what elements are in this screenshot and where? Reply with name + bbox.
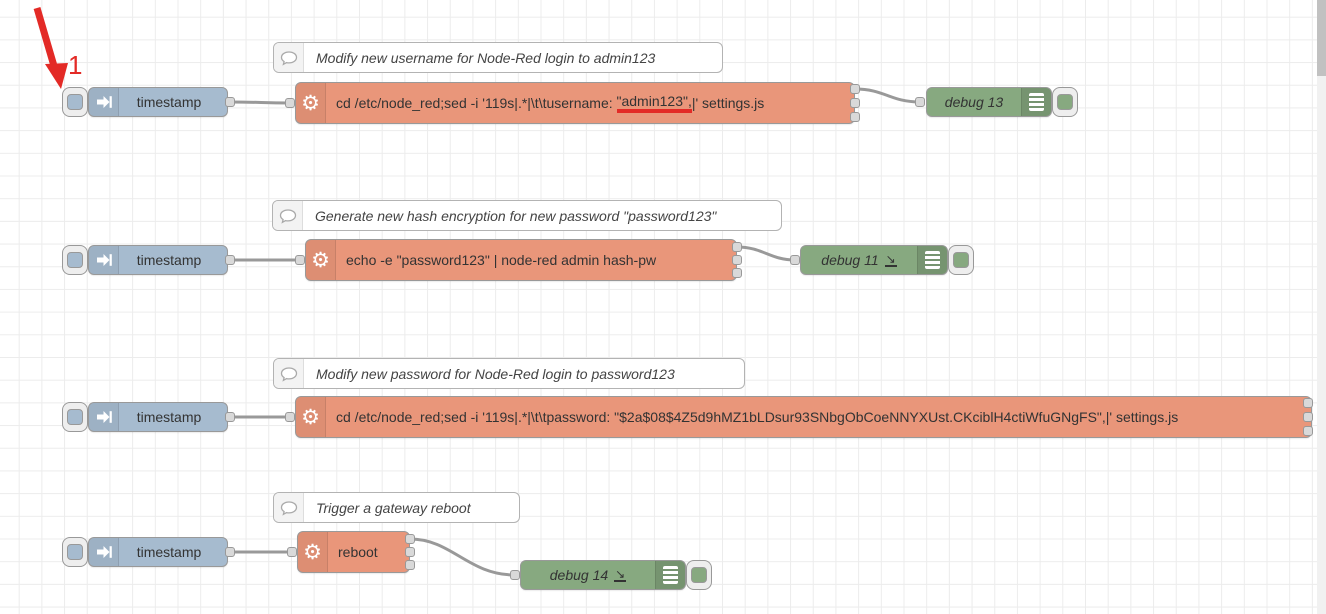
output-port-rc[interactable] (732, 268, 742, 278)
debug-label-text: debug 11 (821, 252, 879, 268)
comment-bubble-icon (274, 493, 304, 522)
input-port[interactable] (287, 547, 297, 557)
comment-bubble-icon (274, 43, 304, 72)
inject-arrow-icon (89, 246, 119, 274)
debug-label: debug 13 (944, 94, 1004, 110)
comment-text: Modify new username for Node-Red login t… (316, 49, 656, 66)
exec-node-reboot[interactable]: ⚙ reboot (297, 531, 410, 573)
input-port[interactable] (915, 97, 925, 107)
gear-icon: ⚙ (311, 248, 330, 272)
debug-label: debug 14 ↘ (521, 561, 655, 589)
debug-label-text: debug 14 (549, 567, 609, 583)
vertical-scrollbar-thumb[interactable] (1317, 0, 1326, 76)
output-port-stderr[interactable] (850, 98, 860, 108)
inject-label: timestamp (136, 544, 202, 560)
exec-command-pre: cd /etc/node_red;sed -i '119s|.*|\t\tuse… (336, 95, 617, 111)
gear-icon: ⚙ (303, 540, 322, 564)
inject-node-timestamp-2[interactable]: timestamp (88, 245, 228, 275)
comment-text: Trigger a gateway reboot (316, 499, 471, 516)
exec-command: cd /etc/node_red;sed -i '119s|.*|\t\tuse… (326, 83, 854, 123)
exec-command-post: |' settings.js (691, 95, 765, 111)
wire-exec4-debug14[interactable] (409, 537, 516, 577)
input-port[interactable] (790, 255, 800, 265)
output-port-stdout[interactable] (732, 242, 742, 252)
inject-label: timestamp (136, 252, 202, 268)
output-port-stderr[interactable] (1303, 412, 1313, 422)
debug-node-14[interactable]: debug 14 ↘ (520, 560, 686, 590)
debug-toggle-button[interactable] (1052, 87, 1078, 117)
inject-node-timestamp-4[interactable]: timestamp (88, 537, 228, 567)
exec-command-underlined: "admin123", (616, 93, 692, 113)
output-port-rc[interactable] (1303, 426, 1313, 436)
inject-node-timestamp-1[interactable]: timestamp (88, 87, 228, 117)
inject-label: timestamp (136, 409, 202, 425)
debug-node-13[interactable]: debug 13 (926, 87, 1052, 117)
exec-node-set-password[interactable]: ⚙ cd /etc/node_red;sed -i '119s|.*|\t\tp… (295, 396, 1312, 438)
comment-bubble-icon (273, 201, 303, 230)
output-port[interactable] (225, 412, 235, 422)
inject-label: timestamp (136, 94, 202, 110)
vertical-scrollbar-track[interactable] (1317, 0, 1326, 614)
inject-node-timestamp-3[interactable]: timestamp (88, 402, 228, 432)
debug-output-icon (1021, 88, 1051, 116)
output-port-stderr[interactable] (405, 547, 415, 557)
comment-text: Generate new hash encryption for new pas… (315, 207, 717, 224)
output-port[interactable] (225, 547, 235, 557)
debug-toggle-button[interactable] (686, 560, 712, 590)
inject-button[interactable] (62, 87, 88, 117)
gear-icon: ⚙ (301, 91, 320, 115)
inject-arrow-icon (89, 88, 119, 116)
debug-toggle-button[interactable] (948, 245, 974, 275)
debug-node-11[interactable]: debug 11 ↘ (800, 245, 948, 275)
debug-output-icon (917, 246, 947, 274)
exec-command: reboot (338, 544, 378, 560)
output-port-stderr[interactable] (732, 255, 742, 265)
input-port[interactable] (295, 255, 305, 265)
exec-command: cd /etc/node_red;sed -i '119s|.*|\t\tpas… (336, 409, 1179, 425)
comment-bubble-icon (274, 359, 304, 388)
output-port-rc[interactable] (405, 560, 415, 570)
input-port[interactable] (285, 412, 295, 422)
wire-exec2-debug11[interactable] (736, 245, 796, 262)
inject-arrow-icon (89, 538, 119, 566)
wire-inject1-exec1[interactable] (229, 100, 291, 105)
input-port[interactable] (285, 98, 295, 108)
inject-button[interactable] (62, 402, 88, 432)
exec-command: echo -e "password123" | node-red admin h… (346, 252, 657, 268)
annotation-number: 1 (68, 50, 83, 80)
comment-node-modify-password[interactable]: Modify new password for Node-Red login t… (273, 358, 745, 389)
exec-node-set-username[interactable]: ⚙ cd /etc/node_red;sed -i '119s|.*|\t\tu… (295, 82, 855, 124)
output-port-stdout[interactable] (850, 84, 860, 94)
comment-node-modify-username[interactable]: Modify new username for Node-Red login t… (273, 42, 723, 73)
comment-node-generate-hash[interactable]: Generate new hash encryption for new pas… (272, 200, 782, 231)
exec-node-hash-pw[interactable]: ⚙ echo -e "password123" | node-red admin… (305, 239, 737, 281)
comment-text: Modify new password for Node-Red login t… (316, 365, 675, 382)
comment-node-trigger-reboot[interactable]: Trigger a gateway reboot (273, 492, 520, 523)
output-port[interactable] (225, 255, 235, 265)
inject-arrow-icon (89, 403, 119, 431)
inject-button[interactable] (62, 537, 88, 567)
output-port-rc[interactable] (850, 112, 860, 122)
output-port-stdout[interactable] (1303, 398, 1313, 408)
inject-button[interactable] (62, 245, 88, 275)
console-output-icon: ↘ (884, 251, 897, 267)
gear-icon: ⚙ (301, 405, 320, 429)
debug-label: debug 11 ↘ (801, 246, 917, 274)
wire-exec1-debug13[interactable] (854, 87, 921, 104)
console-output-icon: ↘ (614, 566, 627, 582)
input-port[interactable] (510, 570, 520, 580)
debug-output-icon (655, 561, 685, 589)
output-port-stdout[interactable] (405, 534, 415, 544)
output-port[interactable] (225, 97, 235, 107)
